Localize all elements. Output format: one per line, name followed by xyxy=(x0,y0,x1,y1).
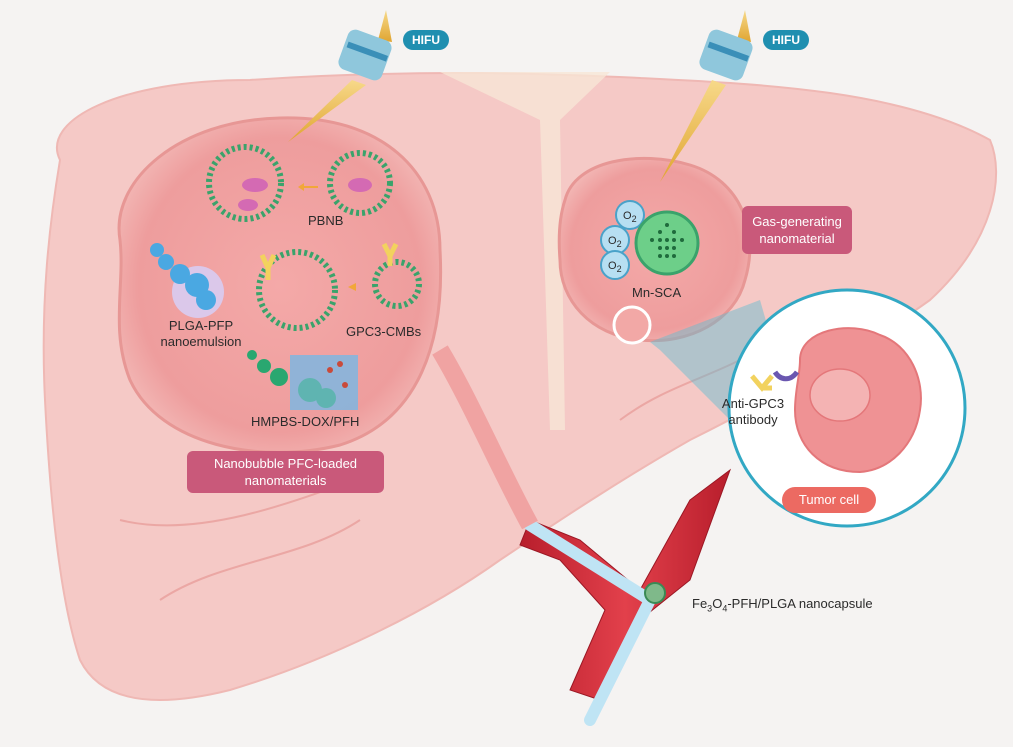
vessel-from-tumor xyxy=(432,345,538,530)
anti-gpc3-line2: antibody xyxy=(728,412,778,427)
hifu-badge-right: HIFU xyxy=(763,30,809,50)
o2-sub-2: 2 xyxy=(616,239,622,250)
gas-box-line2: nanomaterial xyxy=(759,231,835,246)
plga-pfp-label-line1: PLGA-PFP xyxy=(168,318,234,333)
o2-label-2: O2 xyxy=(608,233,622,252)
pbnb-vesicle-left xyxy=(206,144,284,222)
o2-label-1: O2 xyxy=(623,208,637,227)
mn-sca-particle xyxy=(634,210,700,276)
anti-gpc3-label: Anti-GPC3 antibody xyxy=(716,396,790,428)
o2-sub-1: 2 xyxy=(631,214,637,225)
o2-bubbles xyxy=(600,200,645,280)
pbnb-label: PBNB xyxy=(308,213,344,228)
o2-label-3: O2 xyxy=(608,258,622,277)
gpc3-cmbs-label: GPC3-CMBs xyxy=(346,324,422,339)
hmpbs-particles xyxy=(247,350,358,410)
anti-gpc3-line1: Anti-GPC3 xyxy=(721,396,785,411)
fe3o4-label: Fe3O4-PFH/PLGA nanocapsule xyxy=(692,596,873,617)
tumor-cell-badge: Tumor cell xyxy=(782,487,876,513)
hifu-badge-left: HIFU xyxy=(403,30,449,50)
fe3o4-rest: -PFH/PLGA nanocapsule xyxy=(727,596,873,611)
nanobubble-box-line1: Nanobubble PFC-loaded xyxy=(213,456,358,471)
fe-text: Fe xyxy=(692,596,708,611)
pbnb-vesicle-right xyxy=(327,150,393,216)
tumor-cell-nucleus xyxy=(809,368,871,422)
plga-pfp-label-line2: nanoemulsion xyxy=(160,334,242,349)
fe3o4-nanocapsule xyxy=(644,582,666,604)
o2-sub-3: 2 xyxy=(616,264,622,275)
o2-text-3: O xyxy=(608,260,617,272)
gpc3-receptor xyxy=(772,370,800,382)
gpc3-vesicle-left xyxy=(256,249,338,331)
o2-text-1: O xyxy=(623,210,632,222)
hifu-probe-right xyxy=(660,10,753,182)
plga-pfp-label: PLGA-PFP nanoemulsion xyxy=(152,318,250,350)
mn-sca-label: Mn-SCA xyxy=(632,285,682,300)
gpc3-vesicle-right xyxy=(372,242,422,309)
antibody-icon xyxy=(750,374,774,392)
nanobubble-box: Nanobubble PFC-loaded nanomaterials xyxy=(187,451,384,493)
o-sub: 4 xyxy=(722,603,728,614)
gas-box-line1: Gas-generating xyxy=(752,214,842,229)
plga-pfp-particles xyxy=(150,243,224,318)
hmpbs-label: HMPBS-DOX/PFH xyxy=(251,414,360,429)
gas-generating-box: Gas-generating nanomaterial xyxy=(742,206,852,254)
left-tumor xyxy=(117,116,443,454)
hifu-probe-left xyxy=(288,10,392,142)
o2-text-2: O xyxy=(608,235,617,247)
nanobubble-box-line2: nanomaterials xyxy=(244,473,327,488)
o-text: O xyxy=(712,596,723,611)
mini-tumor-cell xyxy=(612,305,652,345)
fe-sub: 3 xyxy=(707,603,713,614)
